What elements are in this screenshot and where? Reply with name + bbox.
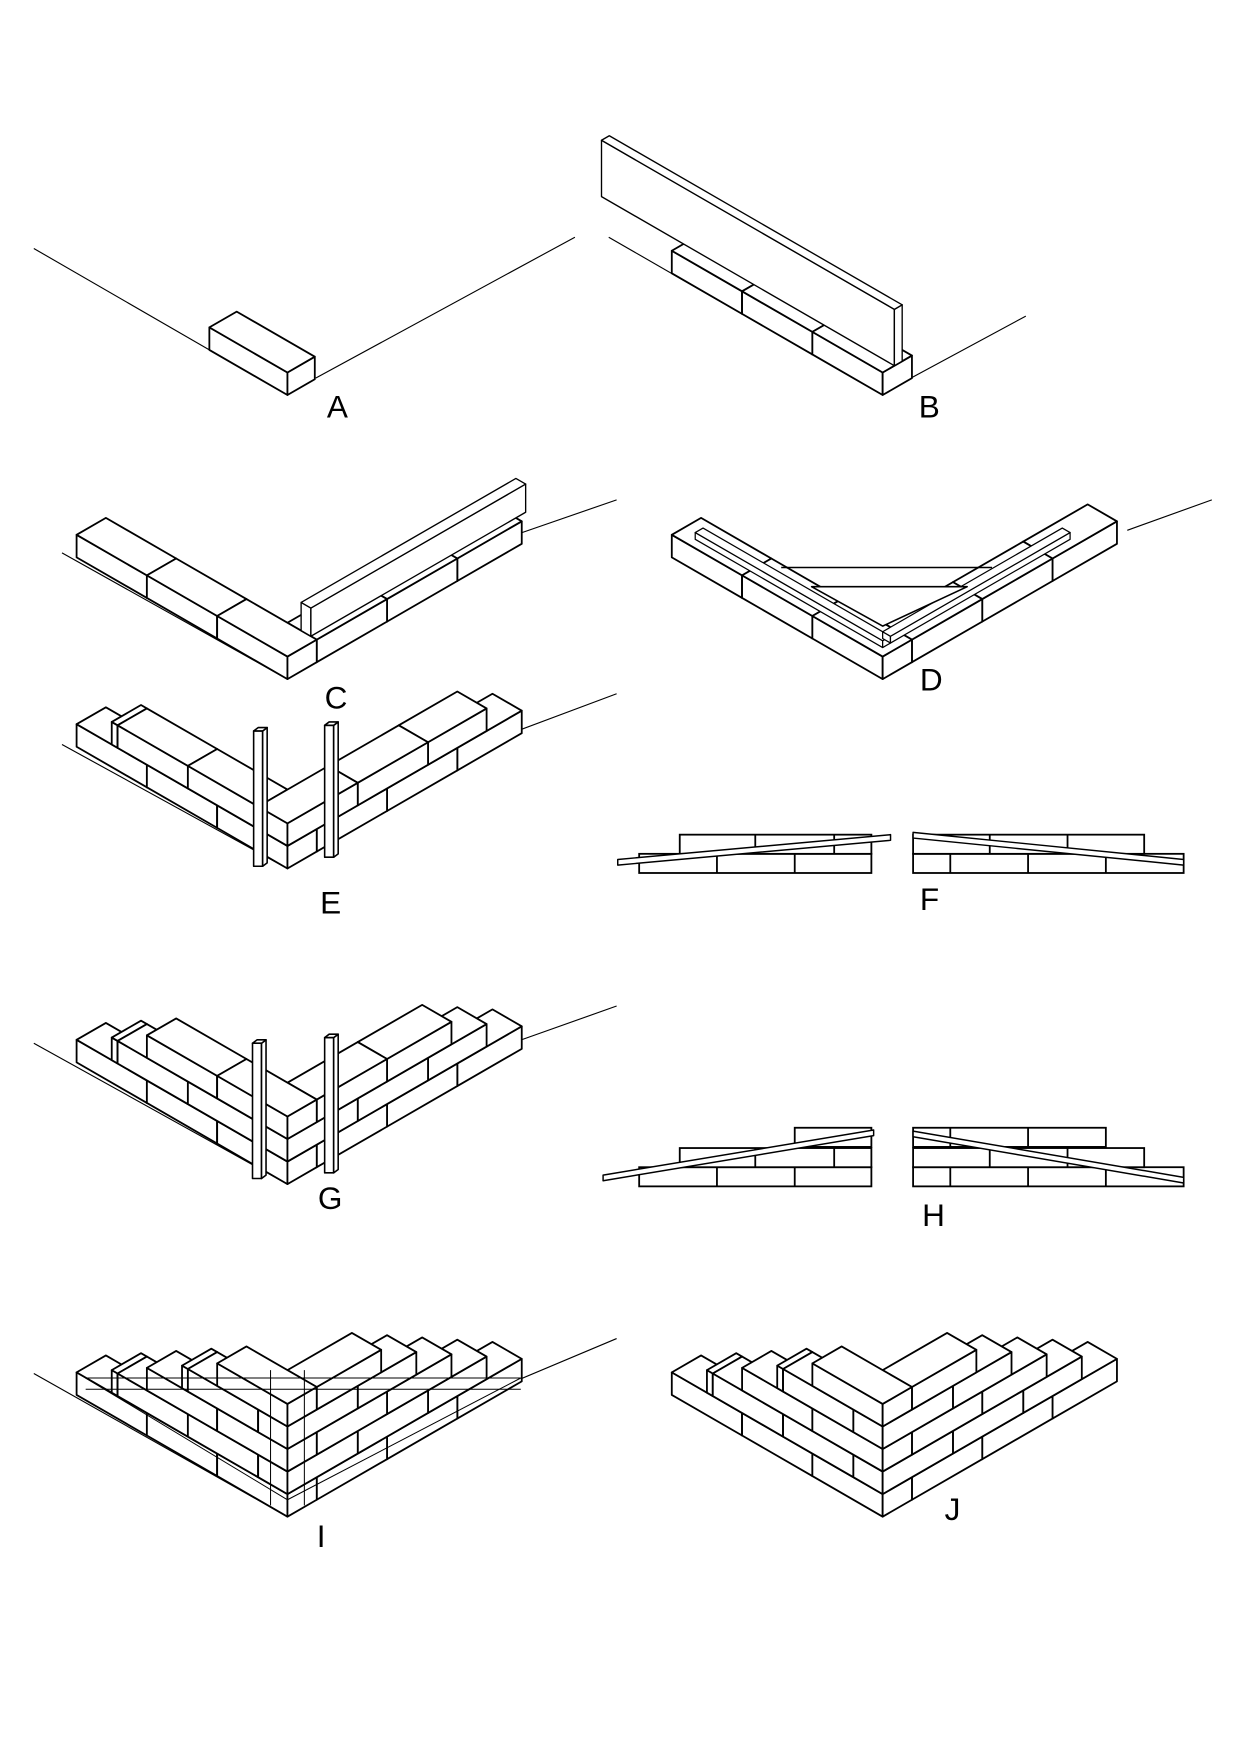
gauge-pole	[323, 1033, 339, 1039]
straightedge-plank	[912, 831, 1185, 866]
brick	[216, 1058, 318, 1118]
straightedge-plank	[600, 135, 903, 311]
brick	[208, 310, 316, 374]
straightedge-plank	[300, 477, 527, 609]
gauge-pole	[252, 730, 264, 868]
panel-label-f: F	[920, 881, 939, 917]
panel-label-e: E	[320, 885, 341, 921]
gauge-pole	[332, 721, 339, 858]
string-line	[287, 1377, 522, 1501]
straightedge-plank	[912, 1130, 1185, 1184]
panel-label-b: B	[919, 389, 940, 425]
ground-line	[1127, 499, 1213, 531]
brick	[811, 1345, 913, 1405]
panel-label-j: J	[945, 1491, 961, 1527]
builders-square	[810, 585, 968, 627]
straightedge-plank	[602, 1129, 875, 1182]
gauge-pole	[261, 726, 268, 868]
panel-label-a: A	[327, 389, 348, 425]
panel-label-c: C	[325, 679, 348, 715]
gauge-pole	[323, 1036, 335, 1174]
drawing-layer	[33, 135, 1213, 1518]
panel-label-i: I	[317, 1518, 326, 1554]
gauge-pole	[260, 1039, 267, 1180]
panel-label-d: D	[920, 661, 943, 697]
straightedge-plank	[617, 833, 892, 866]
string-line	[85, 1377, 288, 1501]
straightedge-plank	[893, 304, 903, 367]
gauge-pole	[323, 721, 339, 727]
brick-course	[638, 1166, 873, 1188]
ground-line	[910, 315, 1027, 379]
ground-line	[315, 236, 576, 379]
gauge-pole	[251, 1039, 267, 1044]
panel-label-g: G	[318, 1180, 343, 1216]
gauge-pole	[323, 724, 335, 858]
brick	[216, 598, 318, 658]
straightedge-plank	[600, 139, 896, 367]
gauge-pole	[252, 726, 268, 732]
gauge-pole	[332, 1033, 339, 1174]
straightedge-plank	[882, 527, 1071, 637]
panel-label-h: H	[922, 1197, 945, 1233]
gauge-pole	[251, 1042, 263, 1180]
